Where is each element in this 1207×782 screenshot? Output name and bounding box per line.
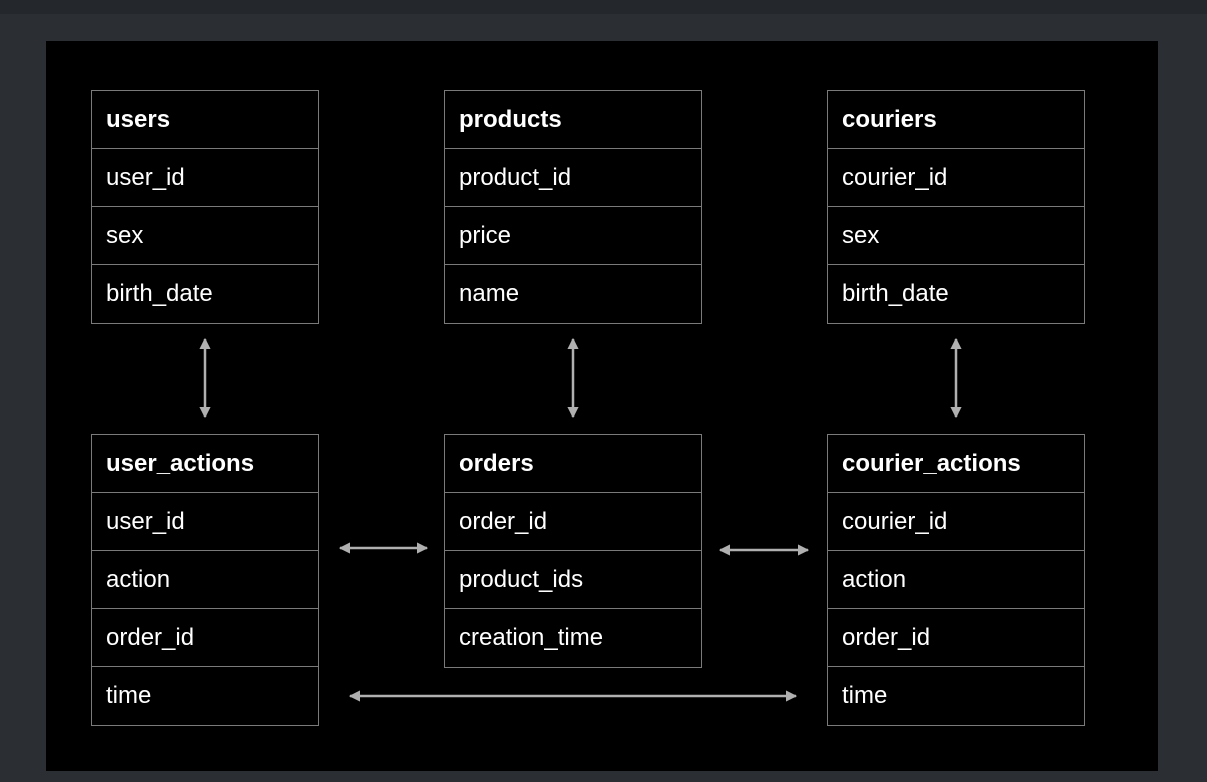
relation-arrows <box>199 337 962 702</box>
field-name: name <box>459 280 520 307</box>
table-products: products product_id price name <box>444 90 702 324</box>
field-action: action <box>92 551 318 609</box>
table-couriers: couriers courier_id sex birth_date <box>827 90 1085 324</box>
table-user-actions: user_actions user_id action order_id tim… <box>91 434 319 726</box>
table-courier-actions: courier_actions courier_id action order_… <box>827 434 1085 726</box>
table-orders: orders order_id product_ids creation_tim… <box>444 434 702 668</box>
field-sex: sex <box>828 207 1084 265</box>
table-title: orders <box>445 435 701 493</box>
table-title: user_actions <box>92 435 318 493</box>
field-time: time <box>842 682 888 709</box>
table-title: courier_actions <box>828 435 1084 493</box>
field-birth-date: birth_date <box>842 280 949 307</box>
table-title: couriers <box>828 91 1084 149</box>
schema-diagram: users user_id sex birth_date products pr… <box>46 41 1158 771</box>
field-sex: sex <box>92 207 318 265</box>
field-creation-time: creation_time <box>459 624 604 651</box>
field-product-id: product_id <box>445 149 701 207</box>
field-price: price <box>445 207 701 265</box>
field-user-id: user_id <box>92 493 318 551</box>
field-order-id: order_id <box>445 493 701 551</box>
field-action: action <box>828 551 1084 609</box>
field-order-id: order_id <box>92 609 318 667</box>
field-courier-id: courier_id <box>828 149 1084 207</box>
field-user-id: user_id <box>92 149 318 207</box>
table-title: products <box>445 91 701 149</box>
field-time: time <box>106 682 152 709</box>
table-users: users user_id sex birth_date <box>91 90 319 324</box>
top-bar <box>0 0 1207 14</box>
field-order-id: order_id <box>828 609 1084 667</box>
field-product-ids: product_ids <box>445 551 701 609</box>
table-title: users <box>92 91 318 149</box>
field-birth-date: birth_date <box>106 280 213 307</box>
field-courier-id: courier_id <box>828 493 1084 551</box>
